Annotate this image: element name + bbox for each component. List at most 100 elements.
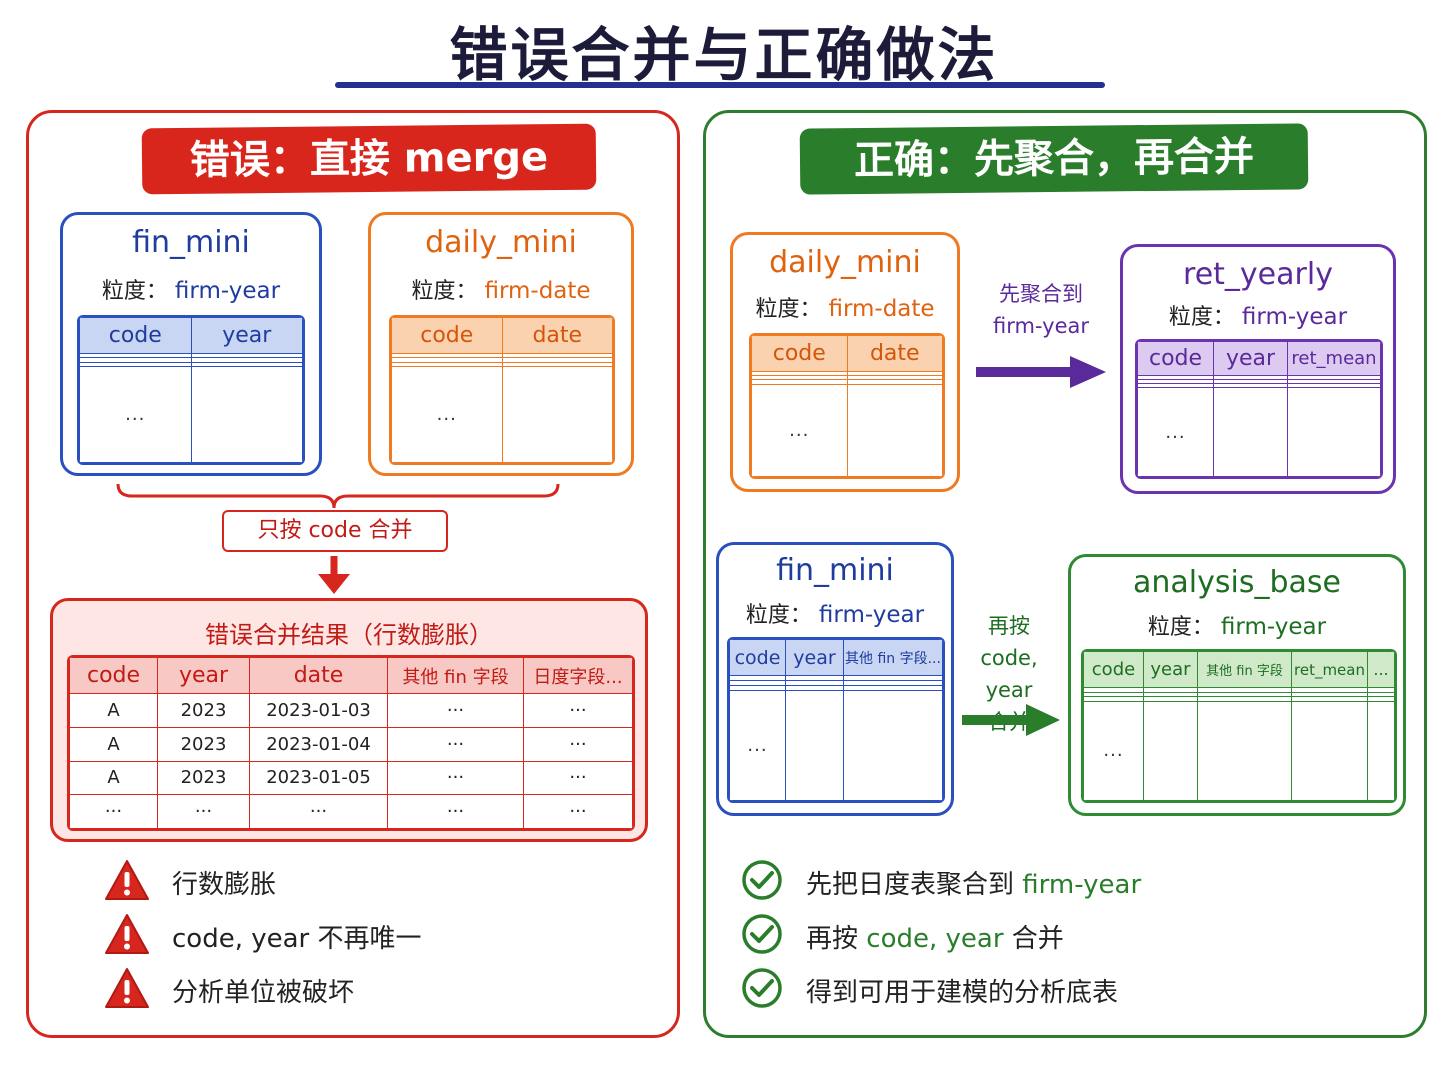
ellipsis: ... bbox=[1083, 700, 1144, 801]
right-panel bbox=[703, 110, 1427, 1038]
granularity-value: firm-year bbox=[174, 278, 281, 304]
merge-arrow bbox=[962, 704, 1060, 736]
ellipsis: ... bbox=[1137, 387, 1214, 477]
table-cell: A bbox=[69, 760, 158, 796]
table-name: daily_mini bbox=[425, 225, 577, 260]
arrow-label-line: firm-year bbox=[992, 314, 1089, 338]
table-cell: ··· bbox=[523, 760, 633, 796]
step-text: 先把日度表聚合到 bbox=[806, 870, 1015, 900]
merge-label: 只按 code 合并 bbox=[222, 510, 448, 552]
granularity: 粒度： firm-date bbox=[371, 273, 631, 305]
granularity-label: 粒度： bbox=[1168, 305, 1235, 330]
check-circle-icon bbox=[742, 860, 782, 900]
column-header: date bbox=[501, 317, 613, 354]
column-header: year bbox=[157, 657, 250, 694]
column-header: date bbox=[249, 657, 388, 694]
problem-text: code, year 不再唯一 bbox=[172, 924, 422, 954]
step-text: 再按 bbox=[806, 924, 859, 954]
granularity: 粒度： firm-year bbox=[719, 597, 951, 629]
table-cell: 2023-01-05 bbox=[249, 760, 388, 796]
column-header: year bbox=[1213, 341, 1288, 376]
arrow-label-line: code, year bbox=[980, 646, 1038, 702]
warning-icon bbox=[105, 914, 149, 954]
arrow-label-line: 再按 bbox=[988, 614, 1030, 638]
column-header: code bbox=[751, 335, 848, 372]
table-row: A 2023 2023-01-05 ··· ··· bbox=[69, 760, 633, 796]
column-header: code bbox=[1083, 651, 1144, 688]
column-header: 日度字段... bbox=[523, 657, 633, 694]
ellipsis: ... bbox=[751, 383, 848, 477]
ellipsis: ... bbox=[729, 690, 786, 801]
granularity: 粒度： firm-date bbox=[733, 291, 957, 323]
table-cell: ··· bbox=[387, 693, 524, 728]
ellipsis: ... bbox=[79, 366, 192, 463]
wrong-result-card: 错误合并结果（行数膨胀） code year date 其他 fin 字段 日度… bbox=[50, 598, 648, 842]
ellipsis: ... bbox=[391, 366, 503, 463]
table-cell: ··· bbox=[249, 794, 388, 829]
warning-icon bbox=[105, 860, 149, 900]
table-cell: ··· bbox=[523, 794, 633, 829]
page-title: 错误合并与正确做法 bbox=[449, 21, 999, 89]
column-header: code bbox=[69, 657, 158, 694]
column-header: 其他 fin 字段... bbox=[843, 639, 943, 676]
granularity-label: 粒度： bbox=[1147, 615, 1214, 640]
step-suffix: 合并 bbox=[1011, 924, 1064, 954]
column-header: code bbox=[729, 639, 786, 676]
check-circle-icon bbox=[742, 968, 782, 1008]
table-row: ··· ··· ··· ··· ··· bbox=[69, 794, 633, 829]
step-highlight: code, year bbox=[866, 924, 1004, 954]
granularity-label: 粒度： bbox=[755, 297, 822, 322]
column-header: 其他 fin 字段 bbox=[1197, 651, 1292, 688]
table-cell: ··· bbox=[387, 726, 524, 762]
column-header: 其他 fin 字段 bbox=[387, 657, 524, 694]
granularity: 粒度： firm-year bbox=[1071, 609, 1403, 641]
wrong-panel bbox=[26, 110, 680, 1038]
table-name: fin_mini bbox=[132, 225, 250, 260]
granularity-value: firm-year bbox=[1241, 304, 1348, 330]
granularity-value: firm-date bbox=[828, 296, 935, 322]
column-header: year bbox=[785, 639, 844, 676]
column-header: date bbox=[846, 335, 943, 372]
result-title: 错误合并结果（行数膨胀） bbox=[205, 621, 493, 649]
table-cell: A bbox=[69, 693, 158, 728]
aggregate-arrow bbox=[976, 356, 1106, 388]
table-cell: 2023-01-04 bbox=[249, 726, 388, 762]
table-cell: 2023 bbox=[157, 693, 250, 728]
aggregate-arrow-label: 先聚合到 firm-year bbox=[970, 278, 1112, 342]
column-header: code bbox=[79, 317, 192, 354]
granularity-label: 粒度： bbox=[745, 603, 812, 628]
column-header: ret_mean bbox=[1287, 341, 1381, 376]
column-header: ret_mean bbox=[1291, 651, 1368, 688]
table-cell: ··· bbox=[157, 794, 250, 829]
check-circle-icon bbox=[742, 914, 782, 954]
granularity-value: firm-year bbox=[1220, 614, 1327, 640]
column-header: year bbox=[190, 317, 303, 354]
problem-text: 分析单位被破坏 bbox=[172, 978, 355, 1008]
column-header: code bbox=[391, 317, 503, 354]
table-row: A 2023 2023-01-03 ··· ··· bbox=[69, 693, 633, 728]
column-header: year bbox=[1143, 651, 1198, 688]
table-cell: ··· bbox=[387, 760, 524, 796]
table-cell: ··· bbox=[523, 726, 633, 762]
problem-text: 行数膨胀 bbox=[172, 870, 277, 900]
right-banner: 正确：先聚合，再合并 bbox=[799, 123, 1309, 195]
column-header: ... bbox=[1367, 651, 1395, 688]
table-cell: 2023-01-03 bbox=[249, 693, 388, 728]
result-grid: code year date 其他 fin 字段 日度字段... A 2023 … bbox=[67, 655, 635, 831]
granularity: 粒度： firm-year bbox=[1123, 299, 1393, 331]
granularity-value: firm-year bbox=[818, 602, 925, 628]
granularity-label: 粒度： bbox=[411, 279, 478, 304]
arrow-label-line: 先聚合到 bbox=[999, 282, 1083, 306]
